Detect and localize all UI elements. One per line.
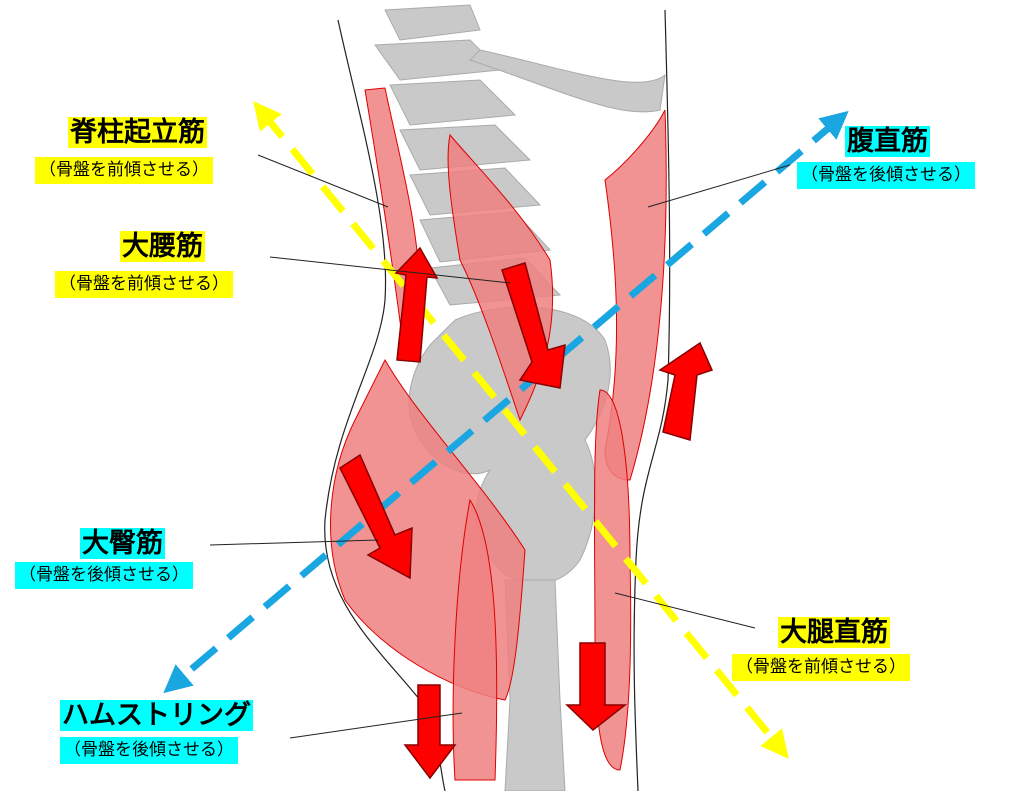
- erector-spinae-effect: （骨盤を前傾させる）: [35, 157, 213, 184]
- leader-line: [209, 539, 379, 546]
- down-arrow-icon: [565, 642, 628, 731]
- blue-dashed-arrow: [163, 110, 849, 694]
- rib: [469, 49, 666, 113]
- rectus-femoris-title: 大腿直筋: [778, 617, 890, 648]
- rectus-abdominis-title: 腹直筋: [845, 126, 930, 157]
- leader-line: [289, 712, 463, 739]
- up-arrow-icon: [658, 341, 714, 441]
- psoas-major-title: 大腰筋: [120, 231, 205, 262]
- leader-line: [257, 154, 389, 208]
- gluteus-maximus-effect: （骨盤を後傾させる）: [15, 562, 193, 589]
- rectus-abdominis-effect: （骨盤を後傾させる）: [797, 162, 975, 189]
- leader-line: [614, 592, 756, 629]
- down-arrow-icon: [403, 684, 457, 780]
- psoas-major-effect: （骨盤を前傾させる）: [55, 271, 233, 298]
- hamstrings-title: ハムストリング: [60, 700, 253, 731]
- down-arrow-icon: [501, 262, 566, 389]
- erector-spinae-title: 脊柱起立筋: [68, 117, 207, 148]
- leader-line: [647, 164, 791, 208]
- leader-line: [269, 256, 511, 284]
- hamstrings-effect: （骨盤を後傾させる）: [60, 737, 238, 764]
- rectus-femoris-effect: （骨盤を前傾させる）: [732, 654, 910, 681]
- vertebra: [384, 4, 481, 41]
- vertebra: [389, 79, 517, 126]
- gluteus-maximus-title: 大臀筋: [80, 528, 165, 559]
- down-arrow-icon: [339, 453, 413, 580]
- up-arrow-icon: [394, 246, 439, 363]
